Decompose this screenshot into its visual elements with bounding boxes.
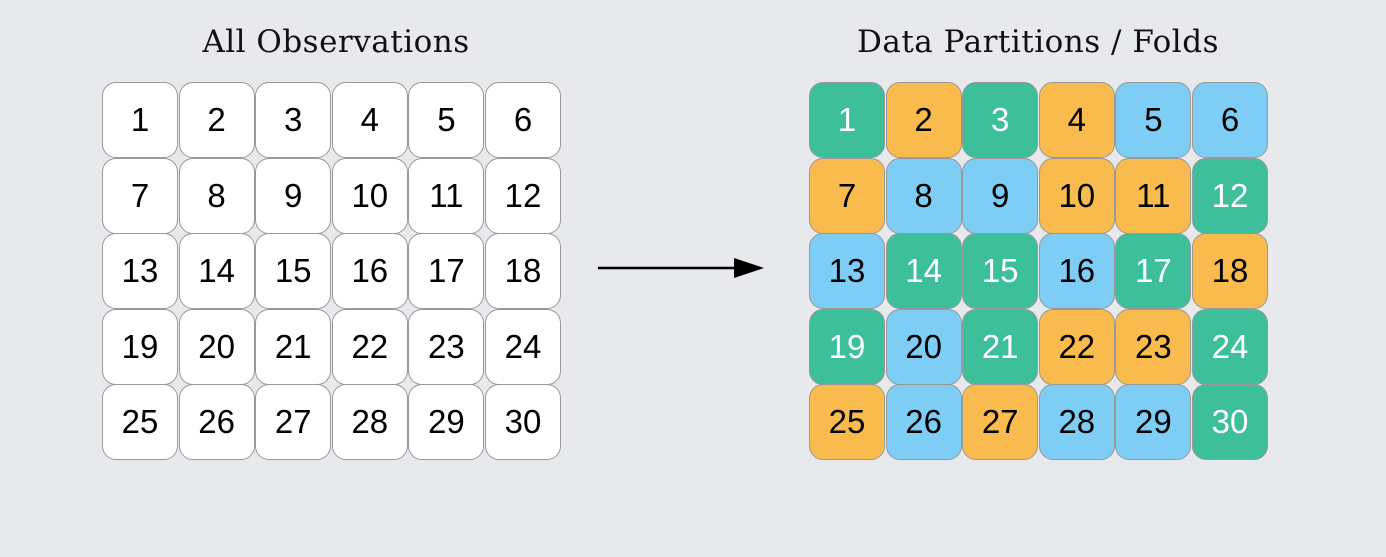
observation-cell: 20 — [178, 308, 255, 385]
observation-cell: 26 — [178, 384, 255, 461]
fold-cell-orange: 11 — [1115, 157, 1192, 234]
observation-cell: 15 — [255, 233, 332, 310]
observation-cell: 14 — [178, 233, 255, 310]
observation-cell: 3 — [255, 82, 332, 158]
fold-cell-teal: 12 — [1192, 157, 1268, 234]
fold-cell-teal: 24 — [1192, 308, 1268, 385]
fold-cell-orange: 25 — [809, 384, 885, 461]
fold-cell-teal: 30 — [1192, 384, 1268, 461]
observation-cell: 1 — [102, 82, 178, 158]
observation-cell: 6 — [485, 82, 561, 158]
fold-cell-blue: 6 — [1192, 82, 1268, 158]
fold-cell-orange: 7 — [809, 157, 885, 234]
fold-cell-blue: 20 — [885, 308, 962, 385]
fold-cell-orange: 4 — [1038, 82, 1115, 158]
observation-cell: 24 — [485, 308, 561, 385]
all-observations-title: All Observations — [202, 24, 470, 60]
fold-cell-orange: 18 — [1192, 233, 1268, 310]
fold-cell-teal: 14 — [885, 233, 962, 310]
observation-cell: 16 — [331, 233, 408, 310]
fold-cell-blue: 28 — [1038, 384, 1115, 461]
right-arrow-icon — [598, 258, 764, 278]
observation-cell: 19 — [102, 308, 178, 385]
fold-cell-blue: 9 — [962, 157, 1039, 234]
fold-cell-teal: 21 — [962, 308, 1039, 385]
observation-cell: 28 — [331, 384, 408, 461]
fold-cell-blue: 26 — [885, 384, 962, 461]
fold-cell-teal: 19 — [809, 308, 885, 385]
observation-cell: 17 — [408, 233, 485, 310]
observation-cell: 25 — [102, 384, 178, 461]
fold-cell-blue: 16 — [1038, 233, 1115, 310]
observation-cell: 5 — [408, 82, 485, 158]
fold-cell-orange: 2 — [885, 82, 962, 158]
observation-cell: 18 — [485, 233, 561, 310]
fold-cell-orange: 27 — [962, 384, 1039, 461]
fold-cell-blue: 29 — [1115, 384, 1192, 461]
observation-cell: 27 — [255, 384, 332, 461]
fold-cell-orange: 23 — [1115, 308, 1192, 385]
observation-cell: 21 — [255, 308, 332, 385]
observation-cell: 30 — [485, 384, 561, 461]
fold-cell-teal: 17 — [1115, 233, 1192, 310]
observation-cell: 29 — [408, 384, 485, 461]
fold-cell-teal: 1 — [809, 82, 885, 158]
observation-cell: 9 — [255, 157, 332, 234]
fold-cell-blue: 8 — [885, 157, 962, 234]
fold-cell-teal: 3 — [962, 82, 1039, 158]
observation-cell: 7 — [102, 157, 178, 234]
fold-cell-blue: 13 — [809, 233, 885, 310]
observation-cell: 23 — [408, 308, 485, 385]
observation-cell: 4 — [331, 82, 408, 158]
observation-cell: 12 — [485, 157, 561, 234]
fold-cell-teal: 15 — [962, 233, 1039, 310]
fold-cell-orange: 22 — [1038, 308, 1115, 385]
observation-cell: 8 — [178, 157, 255, 234]
fold-cell-orange: 10 — [1038, 157, 1115, 234]
observation-cell: 13 — [102, 233, 178, 310]
fold-cell-blue: 5 — [1115, 82, 1192, 158]
observation-cell: 2 — [178, 82, 255, 158]
observation-cell: 22 — [331, 308, 408, 385]
data-partitions-title: Data Partitions / Folds — [857, 24, 1219, 60]
observation-cell: 10 — [331, 157, 408, 234]
observation-cell: 11 — [408, 157, 485, 234]
